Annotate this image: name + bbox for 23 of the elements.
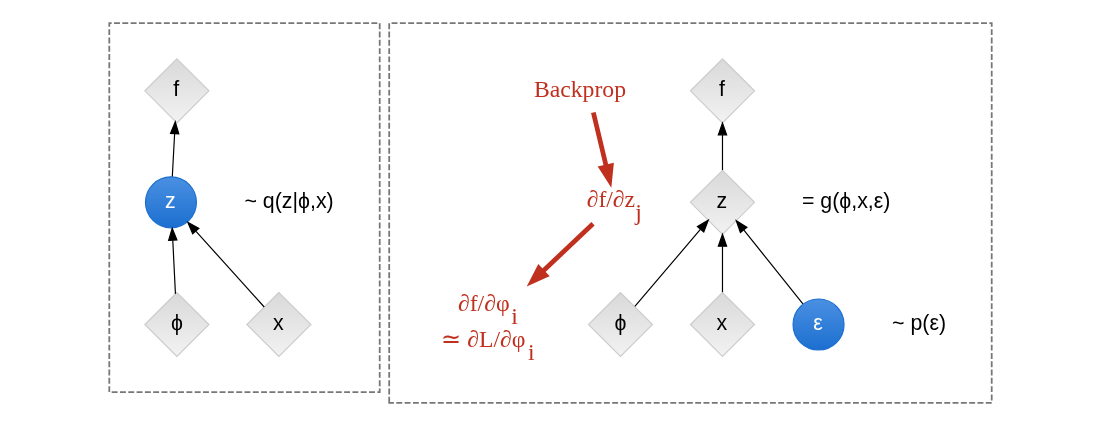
arrow	[734, 218, 803, 304]
arrow	[167, 226, 178, 294]
node-label: ~ q(z|ϕ,x)	[244, 188, 334, 213]
cluster	[387, 21, 993, 404]
arrow	[590, 111, 614, 188]
node-label: ~ p(ε)	[891, 310, 946, 335]
arrow	[169, 119, 180, 177]
arrow	[186, 220, 265, 308]
node-label: = g(ϕ,x,ε)	[801, 188, 890, 213]
node-diamond: ϕ	[143, 291, 210, 357]
cluster	[107, 21, 381, 393]
node-diamond: ϕ	[587, 291, 653, 357]
node-circle: z	[144, 175, 197, 228]
arrow	[526, 221, 595, 286]
node-diamond: f	[689, 57, 755, 124]
node-diamond: f	[143, 57, 210, 124]
node-diamond: x	[245, 291, 312, 357]
arrow	[717, 120, 727, 171]
node-circle: ε	[791, 297, 845, 351]
arrow	[633, 218, 709, 307]
arrow	[717, 232, 727, 293]
node-diamond: x	[689, 291, 755, 357]
node-text: Backprop	[533, 75, 626, 102]
